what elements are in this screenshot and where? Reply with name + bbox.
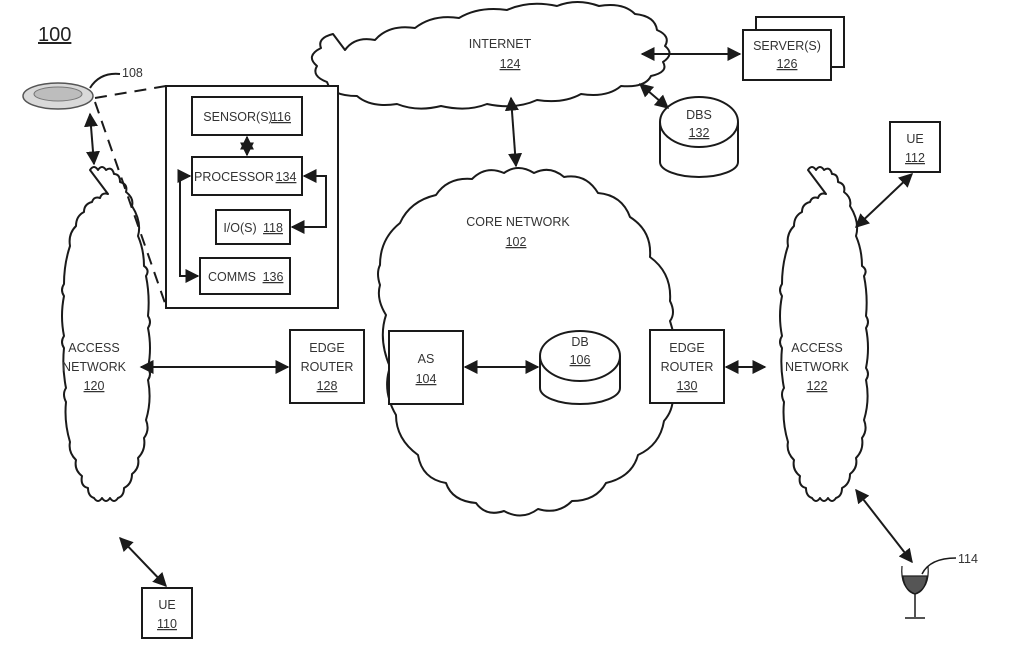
access-network-left-line1: ACCESS — [68, 341, 119, 355]
dbs-node: DBS 132 — [659, 96, 739, 178]
core-network-cloud: CORE NETWORK 102 — [377, 167, 676, 517]
servers-node: SERVER(S) 126 — [742, 16, 845, 81]
edge-router-right-line1: EDGE — [669, 341, 704, 355]
access-network-right-line1: ACCESS — [791, 341, 842, 355]
comms-label: COMMS — [208, 270, 256, 284]
edge-router-right-line2: ROUTER — [661, 360, 714, 374]
ue-left-ref: 110 — [157, 617, 177, 631]
db-node: DB 106 — [539, 330, 621, 405]
as-label: AS — [418, 352, 435, 366]
edge-router-left-line1: EDGE — [309, 341, 344, 355]
plate-enclosure-dashed-top — [94, 85, 167, 99]
ue-left-node: UE 110 — [141, 587, 193, 639]
db-ref: 106 — [570, 353, 591, 367]
ue-right-ref: 112 — [905, 151, 925, 165]
plate-leader-line — [89, 72, 121, 89]
as-ref: 104 — [416, 372, 437, 386]
edge-router-left: EDGE ROUTER 128 — [289, 329, 365, 404]
internet-label: INTERNET — [469, 37, 532, 51]
servers-ref: 126 — [777, 57, 798, 71]
internet-dbs-link — [638, 83, 670, 109]
wine-glass-icon — [902, 575, 928, 595]
as-node: AS 104 — [388, 330, 464, 405]
io-label: I/O(S) — [223, 221, 256, 235]
device-enclosure: SENSOR(S) 116 PROCESSOR 134 I/O(S) 118 C… — [165, 85, 339, 309]
access-right-glass-link — [855, 488, 913, 564]
plate-access-left-link — [84, 112, 100, 166]
ue-right-label: UE — [906, 132, 923, 146]
processor-ref: 134 — [276, 170, 297, 184]
internet-core-link — [504, 96, 523, 168]
plate-node: 108 — [22, 66, 143, 110]
dbs-ref: 132 — [689, 126, 710, 140]
access-network-right-ref: 122 — [807, 379, 828, 393]
edge-router-left-line2: ROUTER — [301, 360, 354, 374]
access-network-right-cloud: ACCESS NETWORK 122 — [779, 166, 869, 502]
io-node: I/O(S) 118 — [215, 209, 291, 245]
internet-ref: 124 — [500, 57, 521, 71]
core-network-label: CORE NETWORK — [466, 215, 570, 229]
processor-comms-link — [177, 169, 200, 283]
edge-router-right: EDGE ROUTER 130 — [649, 329, 725, 404]
glass-node: 114 — [901, 552, 978, 619]
glass-leader-line — [921, 557, 957, 575]
ue-left-label: UE — [158, 598, 175, 612]
io-ref: 118 — [263, 221, 283, 235]
comms-node: COMMS 136 — [199, 257, 291, 295]
sensors-label: SENSOR(S) — [203, 110, 272, 124]
access-right-ue-link — [854, 173, 914, 228]
plate-ref: 108 — [122, 66, 143, 80]
access-network-left-ref: 120 — [84, 379, 105, 393]
figure-number: 100 — [38, 24, 71, 46]
internet-cloud: INTERNET 124 — [310, 1, 671, 110]
processor-label: PROCESSOR — [194, 170, 274, 184]
edge-router-left-ref: 128 — [317, 379, 338, 393]
access-network-right-line2: NETWORK — [785, 360, 850, 374]
comms-ref: 136 — [263, 270, 284, 284]
access-network-left-cloud: ACCESS NETWORK 120 — [61, 166, 151, 502]
db-label: DB — [571, 335, 588, 349]
processor-io-link — [290, 169, 327, 234]
glass-ref: 114 — [958, 552, 978, 566]
plate-enclosure-dashed-bottom — [94, 101, 167, 307]
processor-node: PROCESSOR 134 — [191, 156, 303, 196]
ue-right-node: UE 112 — [889, 121, 941, 173]
servers-label: SERVER(S) — [753, 39, 821, 53]
core-network-ref: 102 — [506, 235, 527, 249]
dbs-label: DBS — [686, 108, 712, 122]
access-left-ue-link — [119, 536, 167, 588]
sensors-node: SENSOR(S) 116 — [191, 96, 303, 136]
sensors-ref: 116 — [271, 110, 291, 124]
edge-router-right-ref: 130 — [677, 379, 698, 393]
access-network-left-line2: NETWORK — [62, 360, 127, 374]
